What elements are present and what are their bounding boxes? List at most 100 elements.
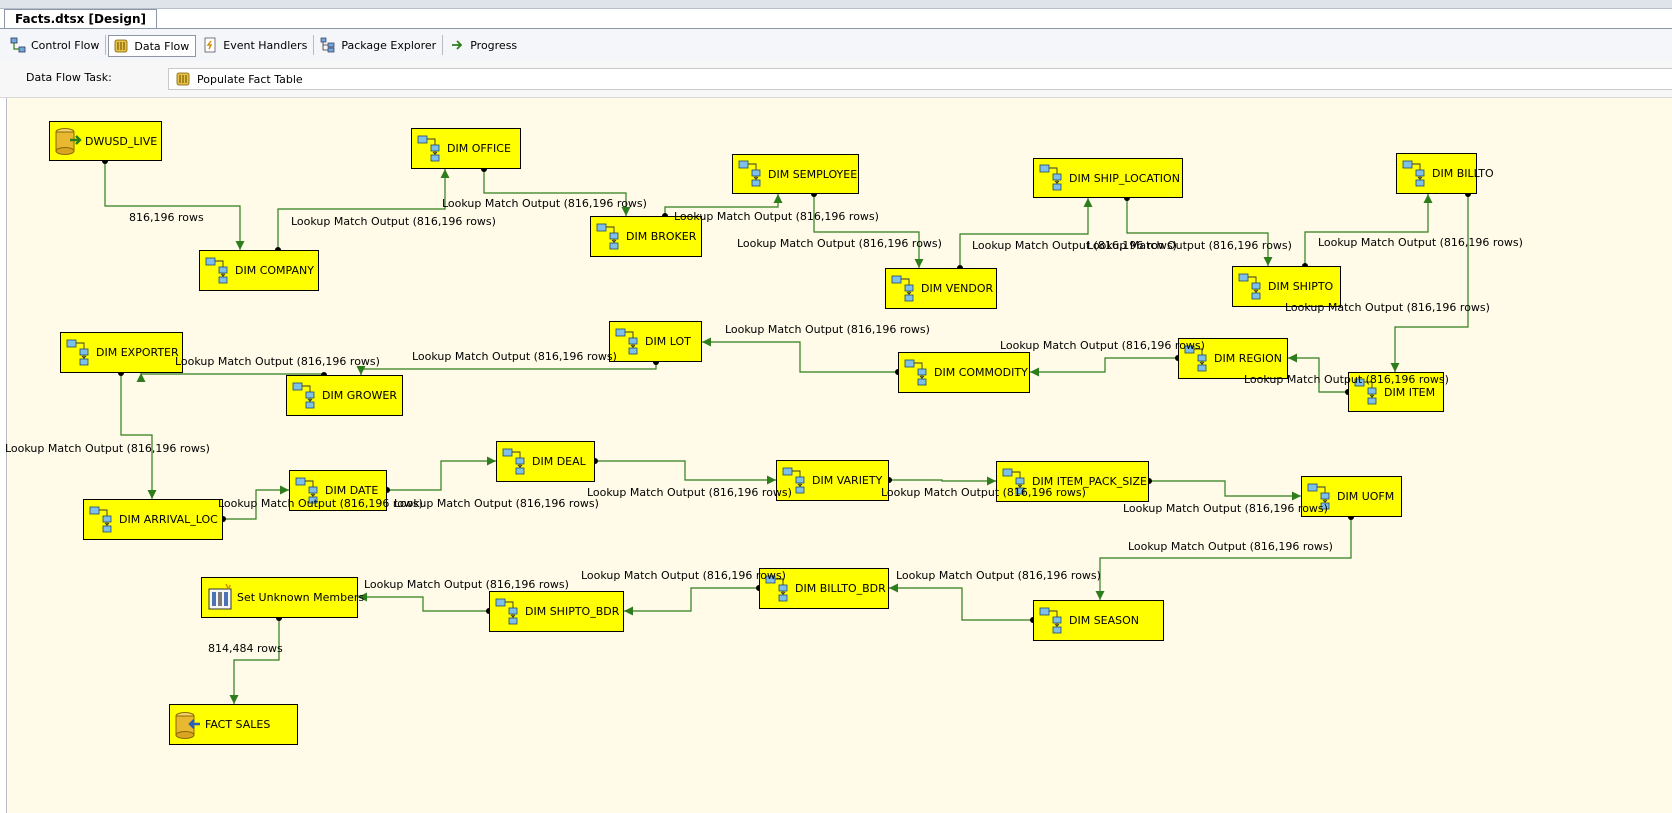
arrow-head <box>358 592 367 602</box>
flow-path[interactable] <box>1288 357 1348 393</box>
script-component-icon <box>208 583 232 609</box>
component-dim-vendor[interactable]: DIM VENDOR <box>885 268 997 309</box>
arrow-head <box>440 169 450 178</box>
flow-path[interactable] <box>360 362 657 375</box>
tab-event-handlers[interactable]: Event Handlers <box>198 35 315 55</box>
path-row-count-label: Lookup Match Output (816,196 rows) <box>442 197 647 210</box>
flow-path[interactable] <box>889 587 1033 621</box>
component-set-unknown-members[interactable]: Set Unknown Members <box>201 577 364 618</box>
arrow-head <box>1292 491 1301 501</box>
component-fact-sales[interactable]: FACT SALES <box>169 704 298 745</box>
path-row-count-label: Lookup Match Output (816,196 rows) <box>394 497 599 510</box>
component-dim-region[interactable]: DIM REGION <box>1178 338 1288 379</box>
flow-path[interactable] <box>1149 480 1301 497</box>
arrow-head <box>147 490 157 499</box>
component-label: DIM BROKER <box>626 230 697 243</box>
component-dim-ship-location[interactable]: DIM SHIP_LOCATION <box>1033 158 1183 198</box>
component-label: DIM VARIETY <box>812 474 883 487</box>
lookup-icon <box>295 477 318 503</box>
component-dim-uofm[interactable]: DIM UOFM <box>1301 476 1402 517</box>
arrow-head <box>1390 363 1400 372</box>
tab-package-explorer[interactable]: Package Explorer <box>316 35 444 55</box>
flow-path[interactable] <box>1126 198 1269 266</box>
component-dim-exporter[interactable]: DIM EXPORTER <box>60 332 183 373</box>
lookup-icon <box>292 382 315 408</box>
lookup-icon <box>596 223 619 249</box>
lookup-icon <box>1238 273 1261 299</box>
tab-label: Progress <box>470 38 518 52</box>
component-dim-season[interactable]: DIM SEASON <box>1033 600 1164 641</box>
data-flow-task-select[interactable]: Populate Fact Table <box>168 68 1672 90</box>
path-row-count-label: Lookup Match Output (816,196 rows) <box>587 486 792 499</box>
tab-data-flow[interactable]: Data Flow <box>108 35 197 57</box>
lookup-icon <box>66 339 89 365</box>
flow-path[interactable] <box>1099 517 1352 600</box>
component-label: DIM VENDOR <box>921 282 994 295</box>
component-label: DIM REGION <box>1214 352 1282 365</box>
designer-tab-bar: Control Flow Data Flow Event Handlers Pa… <box>0 28 1672 62</box>
lookup-icon <box>1039 164 1062 191</box>
flow-path[interactable] <box>358 596 489 612</box>
path-row-count-label: Lookup Match Output (816,196 rows) <box>364 578 569 591</box>
flow-path[interactable] <box>223 489 289 520</box>
path-row-count-label: Lookup Match Output (816,196 rows) <box>737 237 942 250</box>
component-dim-variety[interactable]: DIM VARIETY <box>776 460 889 501</box>
flow-path[interactable] <box>959 198 1089 268</box>
component-dim-shipto[interactable]: DIM SHIPTO <box>1232 266 1341 307</box>
component-dim-billto[interactable]: DIM BILLTO <box>1396 153 1494 194</box>
arrow-head <box>767 475 776 485</box>
arrow-head <box>1095 591 1105 600</box>
component-dim-lot[interactable]: DIM LOT <box>609 321 702 362</box>
flow-path[interactable] <box>277 169 446 250</box>
component-dim-item[interactable]: DIM ITEM <box>1348 372 1444 412</box>
flow-path[interactable] <box>624 587 759 612</box>
component-dim-semployee[interactable]: DIM SEMPLOYEE <box>732 154 859 194</box>
flow-path[interactable] <box>120 373 153 499</box>
flow-path[interactable] <box>702 341 898 373</box>
component-label: DIM BILLTO <box>1432 167 1494 180</box>
data-flow-canvas[interactable]: DWUSD_LIVE DIM OFFICE DIM COMPANY DIM BROKE… <box>5 98 1672 813</box>
flow-path[interactable] <box>889 479 996 482</box>
tab-label: Event Handlers <box>223 38 308 52</box>
lookup-icon <box>1354 378 1377 405</box>
component-dim-broker[interactable]: DIM BROKER <box>590 216 702 257</box>
component-dim-office[interactable]: DIM OFFICE <box>411 128 521 169</box>
component-label: DIM ITEM_PACK_SIZE <box>1032 475 1147 488</box>
tab-progress[interactable]: Progress <box>445 35 523 55</box>
component-dim-commodity[interactable]: DIM COMMODITY <box>898 352 1030 393</box>
lookup-icon <box>495 598 518 624</box>
flow-path[interactable] <box>1304 194 1429 266</box>
component-dim-item-pack-size[interactable]: DIM ITEM_PACK_SIZE <box>996 461 1149 502</box>
flow-path[interactable] <box>387 460 496 491</box>
component-dim-date[interactable]: DIM DATE <box>289 470 387 511</box>
component-label: DIM UOFM <box>1337 490 1395 503</box>
flow-path[interactable] <box>595 460 776 481</box>
component-dim-billto-bdr[interactable]: DIM BILLTO_BDR <box>759 568 889 609</box>
path-row-count-label: Lookup Match Output (816,196 rows) <box>291 215 496 228</box>
flow-path[interactable] <box>233 618 280 704</box>
source-database-icon <box>55 128 82 155</box>
flow-path[interactable] <box>813 194 920 268</box>
arrow-head <box>702 337 711 347</box>
tab-label: Package Explorer <box>341 38 437 52</box>
flow-path[interactable] <box>1030 357 1178 373</box>
component-dim-arrival-loc[interactable]: DIM ARRIVAL_LOC <box>83 499 223 540</box>
flow-path[interactable] <box>104 161 241 250</box>
arrow-head <box>1263 257 1273 266</box>
component-dim-shipto-bdr[interactable]: DIM SHIPTO_BDR <box>489 591 624 632</box>
lookup-icon <box>782 467 805 493</box>
component-label: DIM GROWER <box>322 389 397 402</box>
arrow-head <box>889 583 898 593</box>
component-dim-company[interactable]: DIM COMPANY <box>199 250 319 291</box>
component-dim-grower[interactable]: DIM GROWER <box>286 375 403 416</box>
arrow-head <box>280 485 289 495</box>
component-dwusd-live[interactable]: DWUSD_LIVE <box>49 121 162 161</box>
flow-path[interactable] <box>483 169 627 216</box>
flow-path[interactable] <box>1394 194 1469 372</box>
component-dim-deal[interactable]: DIM DEAL <box>496 441 595 482</box>
data-flow-task-label: Data Flow Task: <box>26 71 112 84</box>
document-tab[interactable]: Facts.dtsx [Design] <box>4 9 157 29</box>
path-row-count-label: 814,484 rows <box>208 642 283 655</box>
data-flow-task-bar: Data Flow Task: Populate Fact Table <box>0 61 1672 98</box>
tab-control-flow[interactable]: Control Flow <box>6 35 107 55</box>
